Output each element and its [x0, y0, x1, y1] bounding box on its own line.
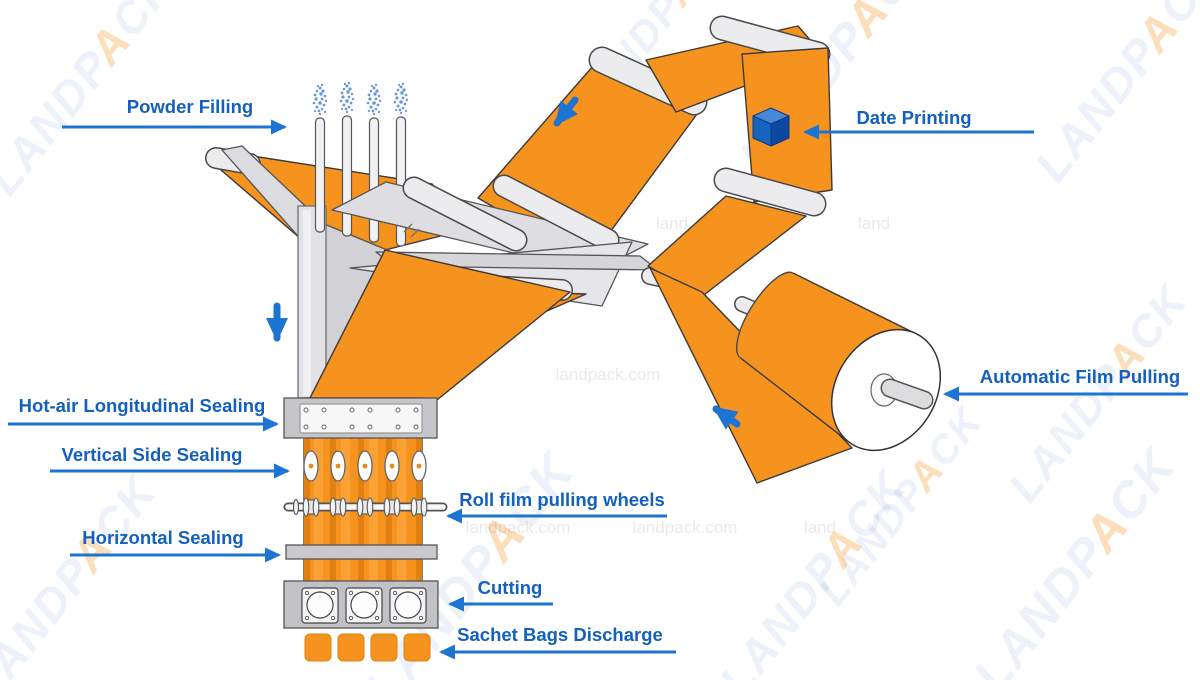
label-text: Automatic Film Pulling — [980, 366, 1180, 387]
film-tube-seams — [304, 398, 422, 586]
filling-tube — [368, 117, 380, 243]
label-date-printing: Date Printing — [803, 107, 1034, 140]
roller — [715, 169, 825, 215]
label-text: Roll film pulling wheels — [459, 489, 665, 510]
flow-arrow-downleft — [553, 96, 579, 127]
sealing-plate — [299, 403, 423, 434]
sealing-tower — [283, 397, 448, 662]
date-printer-cube — [752, 107, 790, 147]
label-hot-air-longitudinal-sealing: Hot-air Longitudinal Sealing — [8, 395, 279, 432]
sachet-bags — [304, 633, 431, 662]
brand-watermark: LANDPACK — [963, 436, 1189, 680]
callout-labels: Powder Filling Date Printing Automatic F… — [8, 96, 1188, 660]
film-tube-highlights — [314, 398, 406, 586]
powder-spray — [393, 82, 409, 115]
sachet-bag — [337, 633, 365, 662]
sealing-plate-screws — [303, 407, 419, 430]
domain-watermark: land — [804, 518, 836, 537]
forming-section — [205, 46, 708, 401]
powder-spray — [366, 83, 382, 116]
brand-watermark: LANDPACK — [709, 460, 917, 680]
horizontal-sealing-bar — [285, 544, 438, 560]
label-automatic-film-pulling: Automatic Film Pulling — [943, 366, 1188, 402]
powder-spray — [312, 83, 328, 116]
cutter-plates — [301, 587, 427, 624]
label-cutting: Cutting — [448, 577, 553, 612]
sachet-bag — [403, 633, 431, 662]
brand-watermark: LANDPACK — [0, 465, 167, 680]
label-text: Date Printing — [856, 107, 971, 128]
label-text: Cutting — [478, 577, 543, 598]
domain-watermark: land — [858, 214, 890, 233]
tube-guide-highlight — [303, 210, 311, 396]
cutter-screws — [304, 590, 424, 621]
domain-watermark: landpack.com — [633, 518, 738, 537]
wheel-spools — [292, 497, 428, 517]
filling-tube — [341, 115, 353, 237]
powder-spray — [339, 81, 355, 114]
flow-arrow-upleft — [712, 405, 741, 430]
cutting-block — [283, 580, 439, 629]
film-path-right — [553, 15, 942, 484]
tube-guide-column — [297, 205, 327, 399]
label-sachet-bags-discharge: Sachet Bags Discharge — [439, 624, 676, 660]
label-horizontal-sealing: Horizontal Sealing — [70, 527, 281, 563]
domain-watermarks: landpack.com landpack.com landpack.com l… — [308, 214, 891, 537]
sachet-bag — [370, 633, 398, 662]
label-roll-film-pulling-wheels: Roll film pulling wheels — [446, 489, 667, 524]
roller — [494, 176, 618, 250]
label-vertical-side-sealing: Vertical Side Sealing — [50, 444, 290, 479]
brand-watermark: LANDPACK — [1025, 0, 1200, 191]
sachet-bag — [304, 633, 332, 662]
roller — [404, 178, 526, 250]
filling-tube — [314, 117, 326, 233]
label-text: Hot-air Longitudinal Sealing — [19, 395, 266, 416]
disc-centers — [308, 463, 422, 469]
domain-watermark: landpack.com — [556, 365, 661, 384]
domain-watermark: landpack.com — [466, 518, 571, 537]
vertical-side-sealing-discs — [303, 450, 427, 482]
hot-air-sealing-block — [283, 397, 438, 439]
label-text: Powder Filling — [127, 96, 253, 117]
domain-watermark: land — [656, 214, 688, 233]
label-text: Vertical Side Sealing — [62, 444, 243, 465]
label-text: Horizontal Sealing — [82, 527, 243, 548]
pulling-wheels — [283, 497, 448, 517]
roll-shaft — [882, 380, 932, 408]
label-powder-filling: Powder Filling — [62, 96, 287, 135]
label-text: Sachet Bags Discharge — [457, 624, 663, 645]
